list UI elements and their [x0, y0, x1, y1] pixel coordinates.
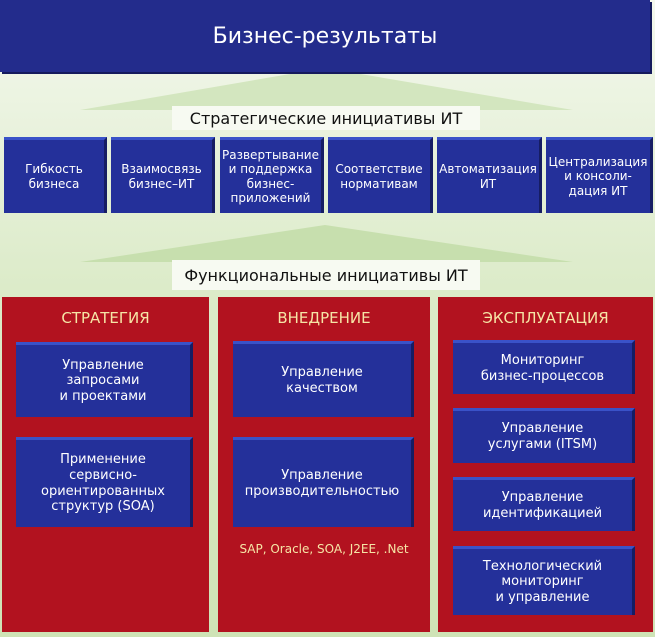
panel-title: ЭКСПЛУАТАЦИЯ	[482, 309, 609, 327]
function-box: Технологический мониторинг и управление	[453, 546, 635, 615]
function-box: Мониторинг бизнес-процессов	[453, 340, 635, 394]
function-box: Управление запросами и проектами	[16, 342, 193, 417]
function-box: Управление производительностью	[233, 437, 414, 527]
function-box: Управление качеством	[233, 341, 414, 417]
strategic-box: Автоматизация ИТ	[437, 137, 542, 213]
strategic-box: Гибкость бизнеса	[4, 137, 107, 213]
strategic-box: Развертывание и поддержка бизнес- прилож…	[220, 137, 324, 213]
function-box: Управление идентификацией	[453, 477, 635, 531]
functional-label: Функциональные инициативы ИТ	[172, 260, 480, 290]
strategic-box: Соответствие нормативам	[328, 137, 433, 213]
panel-title: ВНЕДРЕНИЕ	[277, 309, 371, 327]
panel-title: СТРАТЕГИЯ	[61, 309, 150, 327]
strategic-label: Стратегические инициативы ИТ	[172, 106, 480, 130]
arrow-up-1	[80, 68, 573, 110]
function-box: Управление услугами (ITSM)	[453, 408, 635, 463]
arrows	[80, 68, 573, 262]
strategic-box: Централизация и консоли- дация ИТ	[546, 137, 653, 213]
arrow-up-2	[80, 225, 573, 262]
strategic-box: Взаимосвязь бизнес–ИТ	[111, 137, 215, 213]
function-box: Применение сервисно- ориентированных стр…	[16, 437, 193, 527]
business-results-banner: Бизнес-результаты	[0, 0, 650, 72]
technologies-note: SAP, Oracle, SOA, J2EE, .Net	[239, 542, 409, 556]
